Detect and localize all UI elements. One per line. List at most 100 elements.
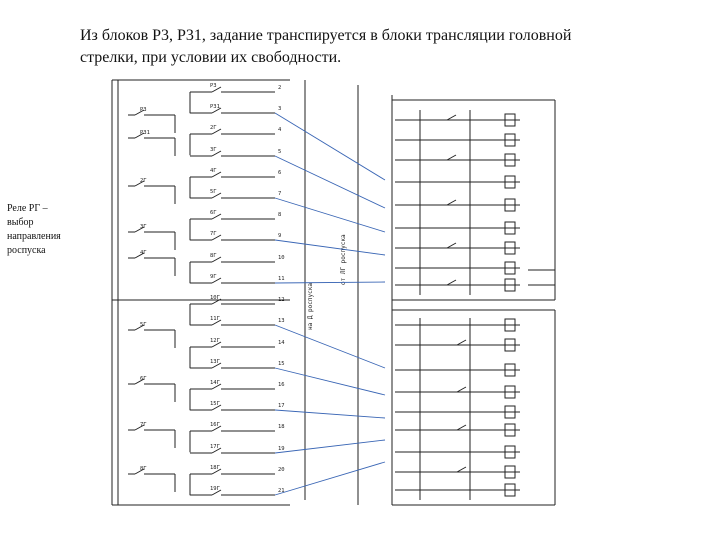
ladder-contact-label-8: 8Г xyxy=(210,253,217,259)
lower-rung-contact-5-blade xyxy=(456,424,467,431)
ladder-contact-14-blade xyxy=(211,383,222,390)
wire-number-18: 20 xyxy=(278,467,285,473)
wire-number-13: 15 xyxy=(278,361,285,367)
left-contact-label-1: Р31 xyxy=(140,130,150,136)
left-contact-3-blade xyxy=(134,226,145,233)
connector-line-2 xyxy=(274,197,386,233)
ladder-contact-17-blade xyxy=(211,447,222,454)
connector-line-9 xyxy=(274,461,386,496)
ladder-contact-label-15: 15Г xyxy=(210,401,221,407)
upper-coil-3 xyxy=(504,175,516,189)
ladder-contact-label-7: 7Г xyxy=(210,231,217,237)
ladder-contact-label-12: 12Г xyxy=(210,338,221,344)
title-line-2: стрелки, при условии их свободности. xyxy=(80,49,342,66)
wire-number-19: 21 xyxy=(278,488,285,494)
upper-rung-contact-6-blade xyxy=(446,242,457,249)
ladder-contact-label-18: 18Г xyxy=(210,465,221,471)
vertical-label-2: от ЛГ роспуска xyxy=(340,234,347,285)
left-contact-6-blade xyxy=(134,378,145,385)
ladder-contact-label-13: 13Г xyxy=(210,359,221,365)
wire-number-3: 5 xyxy=(278,149,281,155)
connector-line-0 xyxy=(274,112,386,181)
lower-coil-6 xyxy=(504,445,516,459)
wire-number-17: 19 xyxy=(278,446,285,452)
left-contact-label-3: 3Г xyxy=(140,224,147,230)
ladder-contact-9-blade xyxy=(211,277,222,284)
left-contact-label-4: 4Г xyxy=(140,250,147,256)
ladder-contact-2-blade xyxy=(211,128,222,135)
wire-number-16: 18 xyxy=(278,424,285,430)
left-contact-8-blade xyxy=(134,468,145,475)
upper-rung-contact-2-blade xyxy=(446,154,457,161)
wire-number-4: 6 xyxy=(278,170,281,176)
ladder-contact-label-0: Р3 xyxy=(210,83,217,89)
connector-line-4 xyxy=(274,281,386,284)
vertical-label-1: на Д роспуска xyxy=(307,283,314,330)
lower-coil-2 xyxy=(504,363,516,377)
wire-number-2: 4 xyxy=(278,127,282,133)
wire-number-1: 3 xyxy=(278,106,281,112)
side-label-line-3: направления xyxy=(7,231,61,242)
lower-coil-8 xyxy=(504,483,516,497)
ladder-contact-label-10: 10Г xyxy=(210,295,221,301)
ladder-contact-8-blade xyxy=(211,256,222,263)
ladder-contact-5-blade xyxy=(211,192,222,199)
ladder-contact-19-blade xyxy=(211,489,222,496)
upper-coil-1 xyxy=(504,133,516,147)
ladder-contact-16-blade xyxy=(211,425,222,432)
left-contact-label-2: 2Г xyxy=(140,178,147,184)
ladder-contact-10-blade xyxy=(211,298,222,305)
upper-coil-5 xyxy=(504,221,516,235)
upper-coil-0 xyxy=(504,113,516,127)
ladder-contact-1-blade xyxy=(211,107,222,114)
lower-rung-contact-7-blade xyxy=(456,466,467,473)
wire-number-0: 2 xyxy=(278,85,281,91)
ladder-contact-label-5: 5Г xyxy=(210,189,217,195)
lower-coil-3 xyxy=(504,385,516,399)
upper-coil-2 xyxy=(504,153,516,167)
ladder-contact-7-blade xyxy=(211,234,222,241)
left-contact-label-8: 8Г xyxy=(140,466,147,472)
slide-title: Из блоков Р3, Р31, задание транспируется… xyxy=(80,25,680,69)
ladder-contact-6-blade xyxy=(211,213,222,220)
connector-line-6 xyxy=(274,367,386,396)
ladder-contact-11-blade xyxy=(211,319,222,326)
lower-coil-5 xyxy=(504,423,516,437)
upper-rung-contact-0-blade xyxy=(446,114,457,121)
ladder-contact-label-4: 4Г xyxy=(210,168,217,174)
wire-number-10: 12 xyxy=(278,297,285,303)
lower-rung-contact-1-blade xyxy=(456,339,467,346)
wire-number-8: 10 xyxy=(278,255,285,261)
ladder-contact-12-blade xyxy=(211,341,222,348)
left-contact-label-7: 7Г xyxy=(140,422,147,428)
wire-number-15: 17 xyxy=(278,403,285,409)
ladder-contact-label-2: 2Г xyxy=(210,125,217,131)
ladder-contact-label-9: 9Г xyxy=(210,274,217,280)
ladder-contact-0-blade xyxy=(211,86,222,93)
ladder-contact-label-14: 14Г xyxy=(210,380,221,386)
wire-number-6: 8 xyxy=(278,212,281,218)
left-contact-7-blade xyxy=(134,424,145,431)
left-contact-4-blade xyxy=(134,252,145,259)
upper-rung-contact-4-blade xyxy=(446,199,457,206)
wire-number-5: 7 xyxy=(278,191,281,197)
lower-rung-contact-3-blade xyxy=(456,386,467,393)
ladder-contact-label-17: 17Г xyxy=(210,444,221,450)
side-label-line-4: роспуска xyxy=(7,245,46,256)
left-contact-label-5: 5Г xyxy=(140,322,147,328)
connector-line-5 xyxy=(274,324,386,369)
ladder-contact-label-19: 19Г xyxy=(210,486,221,492)
wire-number-11: 13 xyxy=(278,318,285,324)
wire-number-14: 16 xyxy=(278,382,285,388)
left-contact-1-blade xyxy=(134,132,145,139)
left-contact-5-blade xyxy=(134,324,145,331)
upper-coil-4 xyxy=(504,198,516,212)
ladder-contact-15-blade xyxy=(211,404,222,411)
left-contact-label-6: 6Г xyxy=(140,376,147,382)
ladder-contact-3-blade xyxy=(211,150,222,157)
lower-coil-1 xyxy=(504,338,516,352)
connector-line-7 xyxy=(274,409,386,419)
side-label-line-1: Реле РГ – xyxy=(7,203,48,214)
ladder-contact-label-3: 3Г xyxy=(210,147,217,153)
